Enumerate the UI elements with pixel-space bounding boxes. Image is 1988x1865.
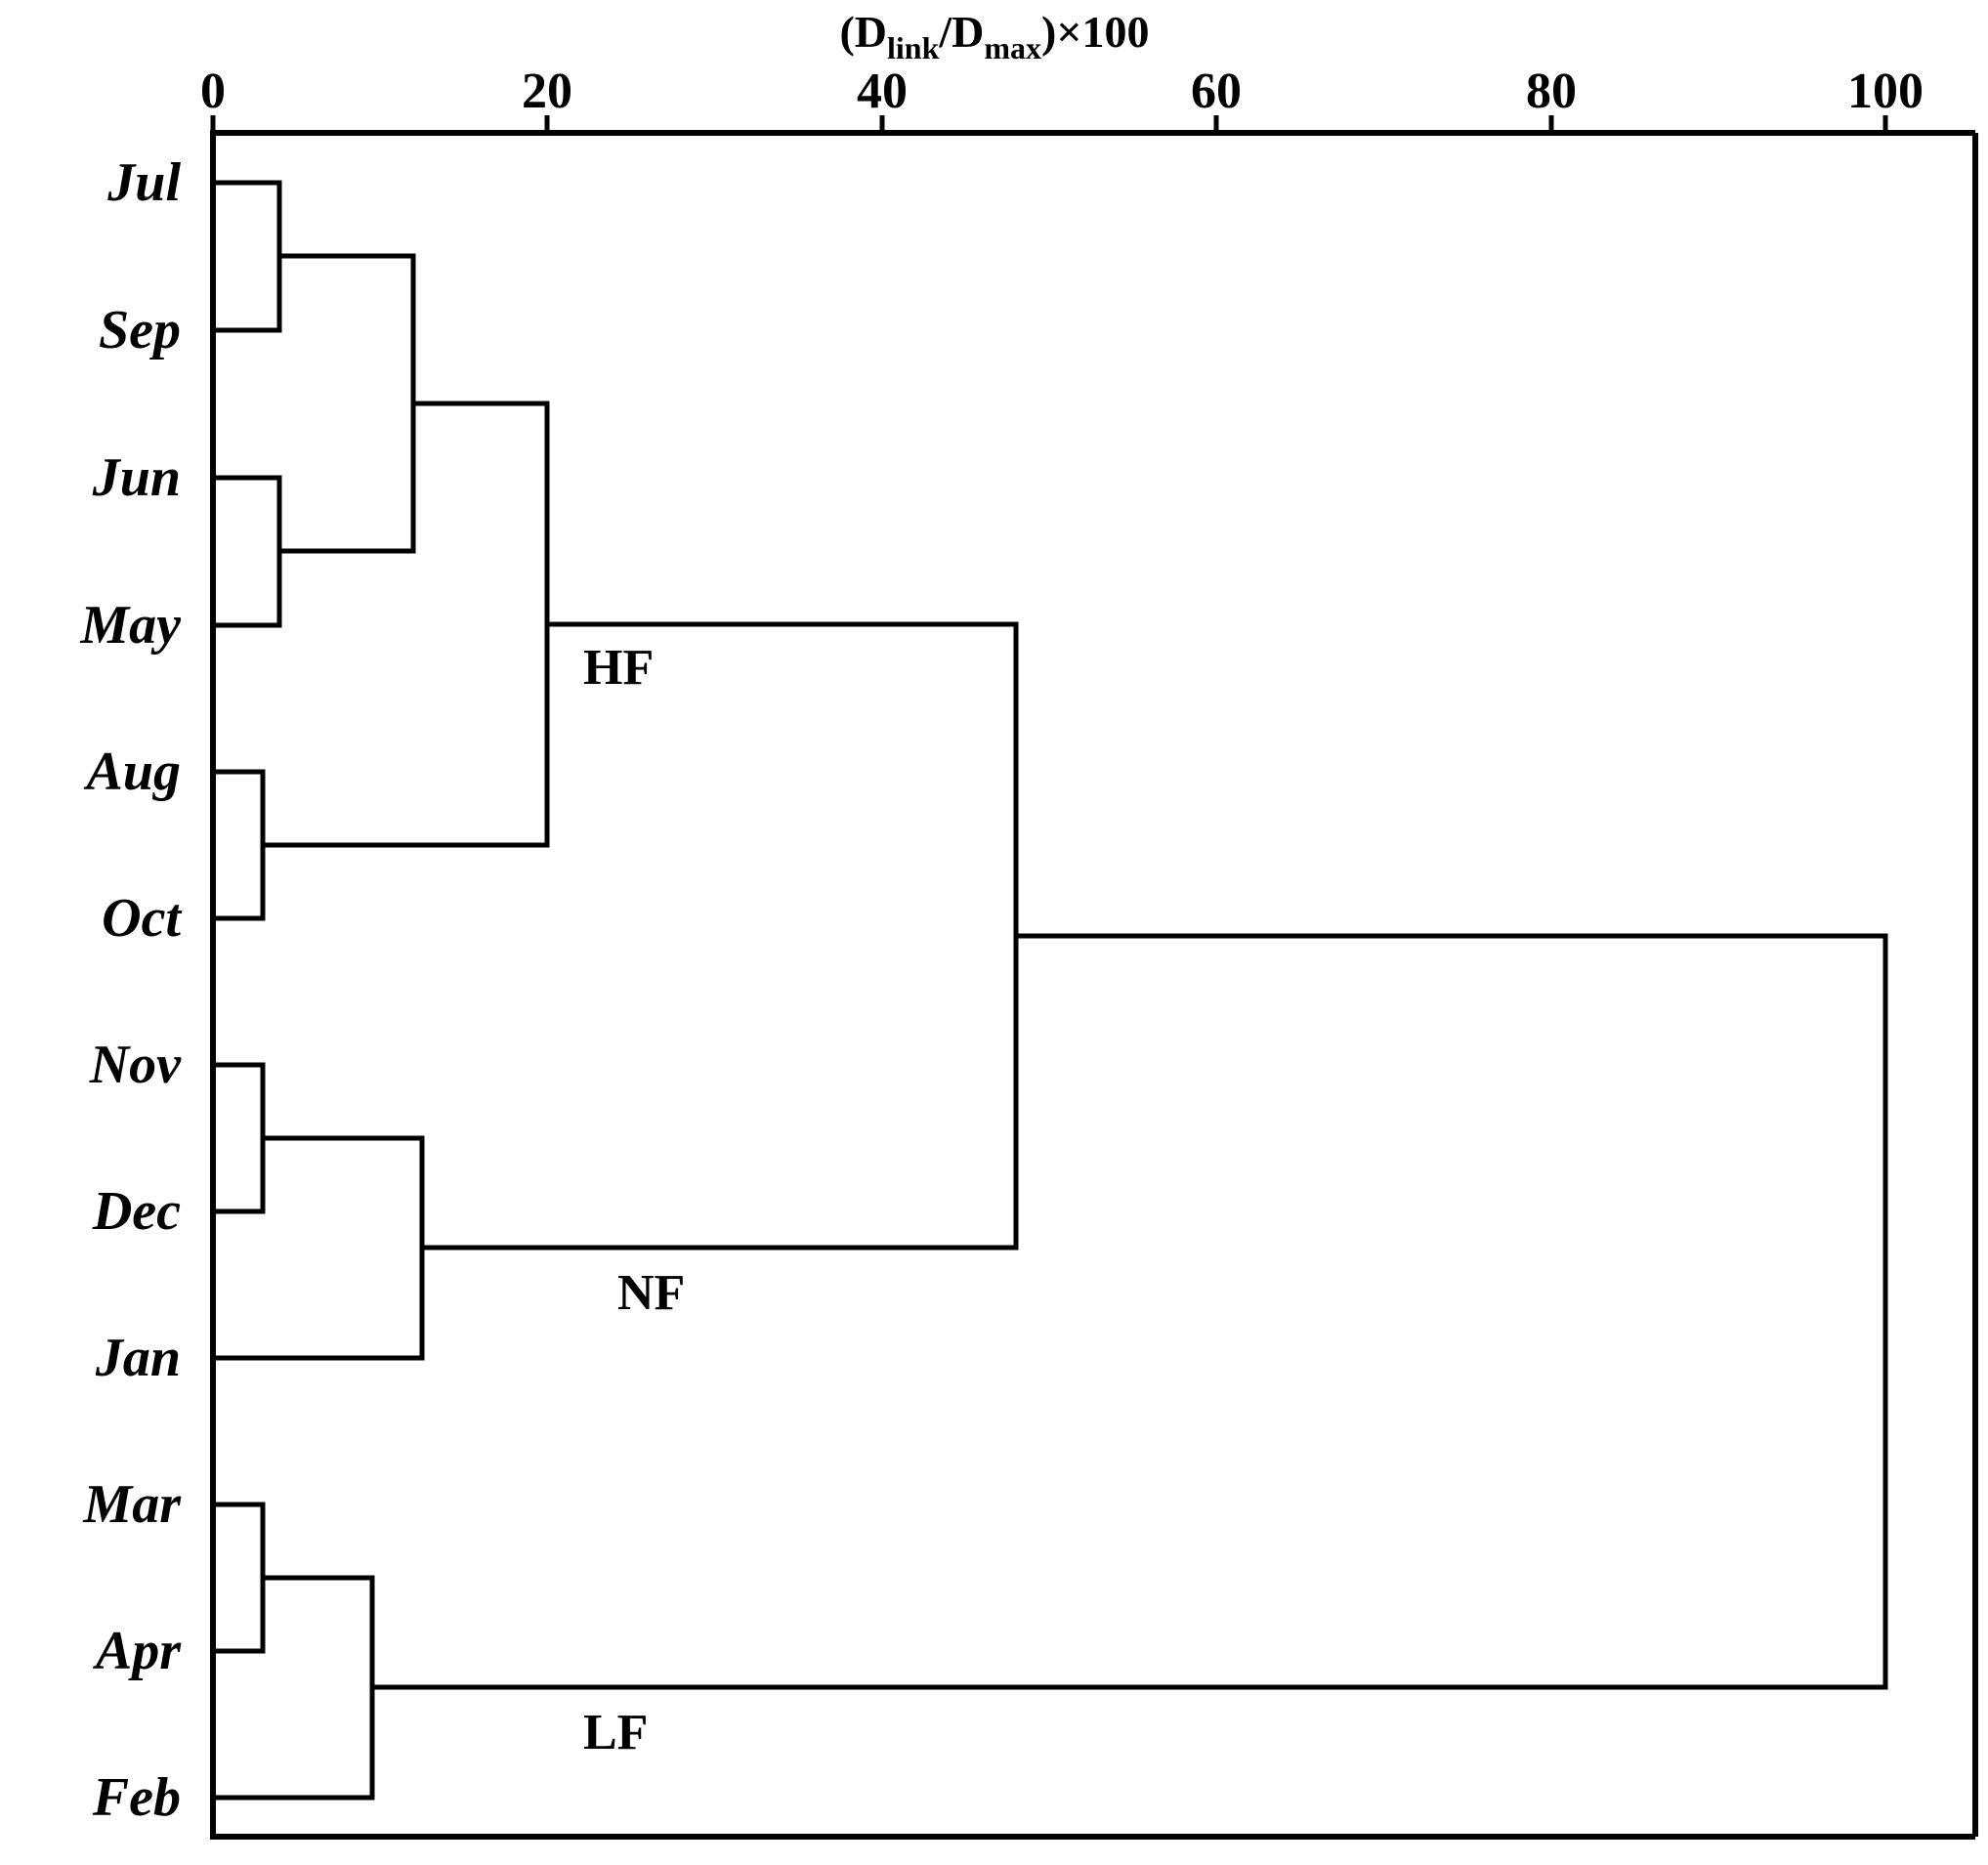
- merge-node-mar-apr: [210, 1502, 266, 1654]
- merge-node-marapr-feb: [210, 1575, 375, 1801]
- axis-title: (Dlink/Dmax)×100: [839, 7, 1149, 65]
- leaf-label-dec: Dec: [92, 1181, 181, 1242]
- merge-node-hf-nf: [419, 621, 1019, 1250]
- merge-node-jul-sep: [210, 180, 282, 333]
- axis-title-sub-max: max: [984, 30, 1041, 65]
- leaf-label-aug: Aug: [84, 742, 182, 802]
- leaf-label-jun: Jun: [92, 447, 181, 508]
- axis-title-sub-link: link: [887, 30, 940, 65]
- merge-node-aug-oct: [210, 769, 266, 921]
- cluster-label-nf: NF: [617, 1265, 685, 1321]
- axis-tick-labels: 0 20 40 60 80 100: [200, 64, 1924, 119]
- cluster-labels: HF NF LF: [583, 640, 685, 1760]
- tick-label-40: 40: [857, 64, 908, 119]
- tick-label-0: 0: [200, 64, 226, 119]
- leaf-label-jul: Jul: [106, 152, 181, 213]
- merge-node-julsep-junmay: [276, 253, 416, 554]
- tick-label-20: 20: [522, 64, 572, 119]
- leaf-label-apr: Apr: [93, 1621, 182, 1681]
- axis-title-open: (D: [839, 7, 887, 57]
- cluster-label-lf: LF: [583, 1705, 648, 1760]
- leaf-label-sep: Sep: [99, 300, 181, 360]
- merge-node-jun-may: [210, 475, 282, 628]
- axis-title-close: )×100: [1041, 7, 1150, 57]
- axis-title-mid: /D: [938, 7, 984, 57]
- leaf-label-nov: Nov: [89, 1035, 182, 1095]
- merge-node-root: [369, 933, 1888, 1690]
- leaf-label-jan: Jan: [95, 1328, 181, 1388]
- leaf-labels: Jul Sep Jun May Aug Oct Nov Dec Jan Mar …: [79, 152, 182, 1828]
- leaf-label-oct: Oct: [102, 888, 182, 949]
- merge-node-novdec-jan: [210, 1135, 425, 1361]
- leaf-label-mar: Mar: [82, 1474, 182, 1535]
- leaf-label-may: May: [79, 595, 182, 656]
- tick-label-100: 100: [1847, 64, 1924, 119]
- tick-label-60: 60: [1191, 64, 1242, 119]
- leaf-label-feb: Feb: [92, 1767, 181, 1828]
- tick-label-80: 80: [1526, 64, 1577, 119]
- merge-node-hf-root: [260, 401, 550, 848]
- dendrogram-tree: [210, 180, 1888, 1801]
- merge-node-nov-dec: [210, 1062, 266, 1214]
- cluster-label-hf: HF: [583, 640, 654, 696]
